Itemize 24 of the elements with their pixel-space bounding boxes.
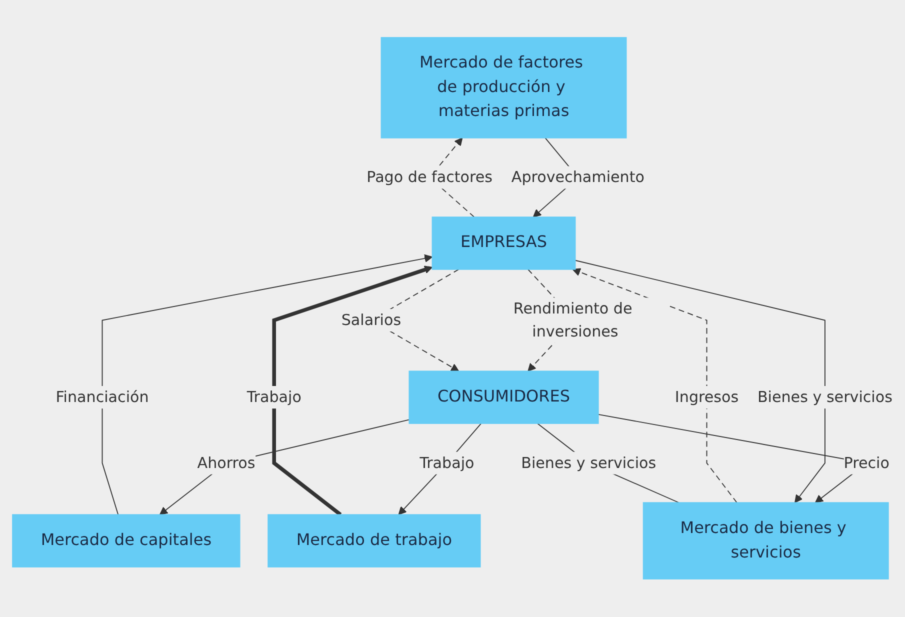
edge-label: Trabajo <box>420 454 474 472</box>
node-box: Mercado de bienes y servicios <box>642 502 889 580</box>
edge-label: Aprovechamiento <box>511 168 644 186</box>
node-box: Mercado de capitales <box>12 514 240 568</box>
edge-label: Ahorros <box>197 454 256 472</box>
edge-label: Trabajo <box>246 388 302 406</box>
edge-label: Bienes y servicios <box>521 454 656 472</box>
edge-label: Ingresos <box>674 388 739 406</box>
arrow <box>572 268 738 504</box>
edge-label: Bienes y servicios <box>757 388 892 406</box>
edge-label: Salarios <box>341 311 402 329</box>
node-box: CONSUMIDORES <box>408 370 599 424</box>
arrow <box>398 423 482 516</box>
arrow <box>272 266 433 516</box>
arrow <box>574 260 826 504</box>
edge-label: Precio <box>844 454 890 472</box>
edge-label: Pago de factores <box>366 168 493 186</box>
node-box: Mercado de trabajo <box>268 514 481 568</box>
edge-label: Financiación <box>56 388 149 406</box>
arrow <box>102 254 433 516</box>
node-box: EMPRESAS <box>432 216 576 270</box>
edge-label: Rendimiento de inversiones <box>513 300 632 340</box>
arrow <box>159 419 410 516</box>
node-box: Mercado de factores de producción y materias primas <box>380 37 627 139</box>
